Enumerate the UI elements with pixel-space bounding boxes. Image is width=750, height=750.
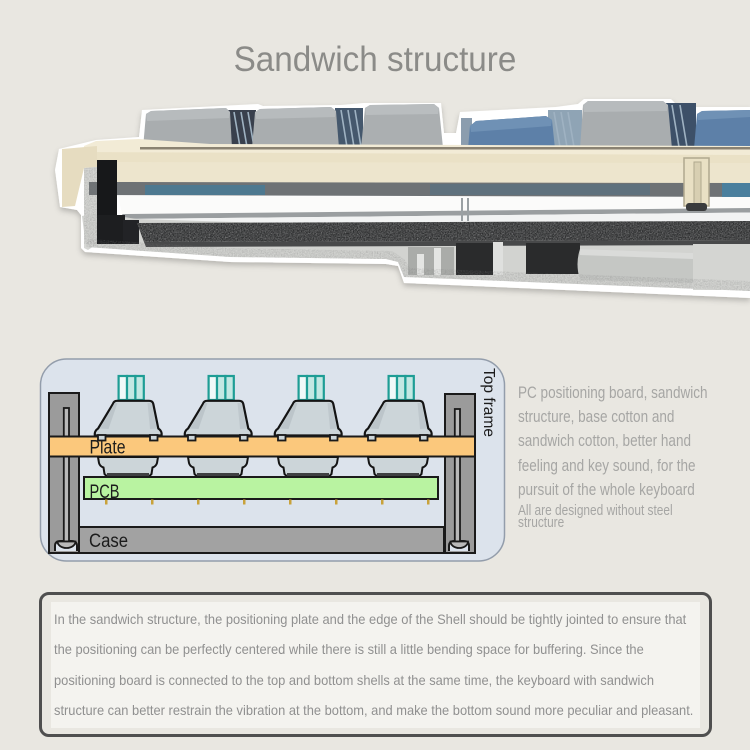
svg-text:Plate: Plate <box>90 438 126 459</box>
svg-text:Top frame: Top frame <box>480 368 497 437</box>
svg-text:PCB: PCB <box>90 482 120 503</box>
svg-text:Case: Case <box>89 531 128 552</box>
